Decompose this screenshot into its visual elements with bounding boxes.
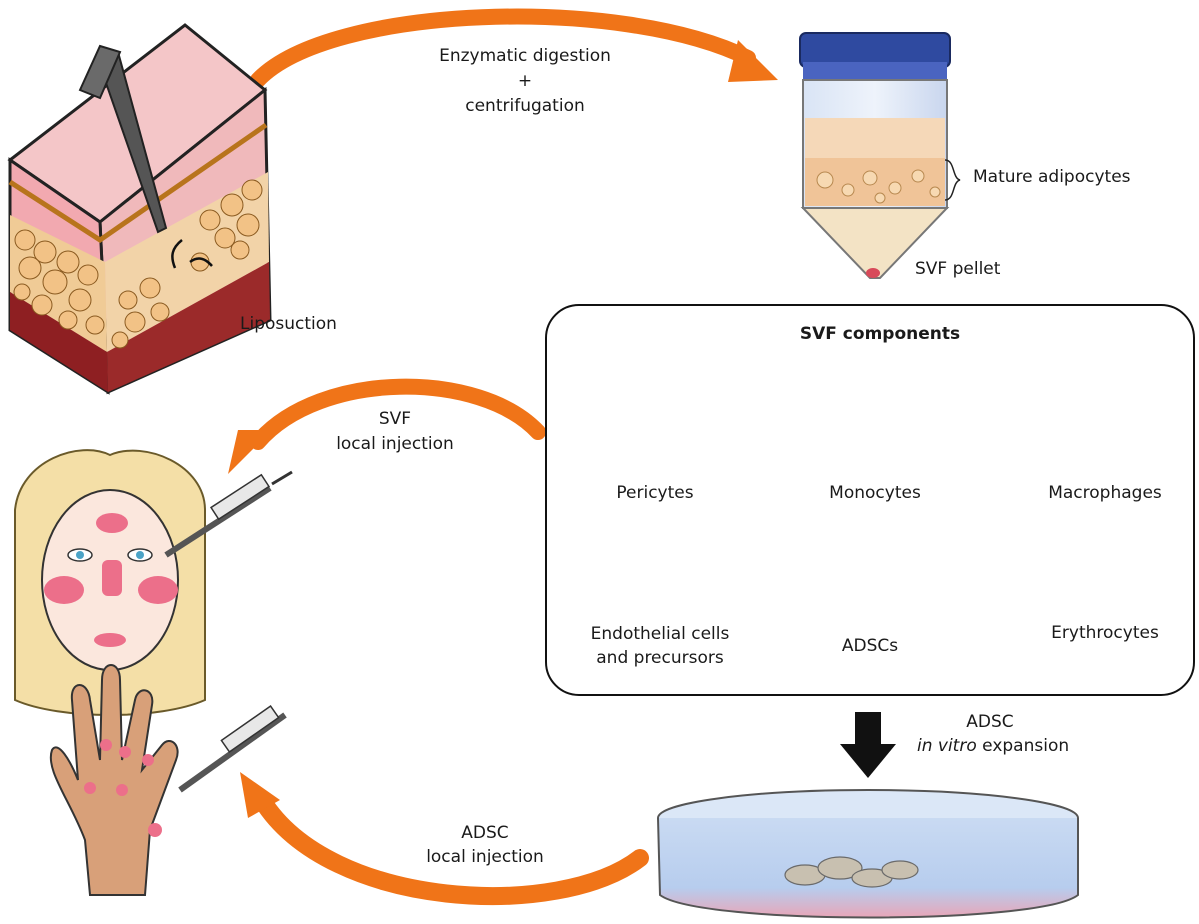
adscs-label: ADSCs [800, 635, 940, 658]
digestion-label-plus: + [405, 70, 645, 93]
svf-components-title: SVF components [780, 323, 980, 346]
digestion-label-line1: Enzymatic digestion [405, 45, 645, 68]
digestion-label-line3: centrifugation [405, 95, 645, 118]
expansion-arrow [840, 712, 896, 778]
endothelial-label-line2: and precursors [570, 647, 750, 670]
mature-adipocytes-label: Mature adipocytes [973, 166, 1131, 189]
svf-injection-label-line2: local injection [310, 433, 480, 456]
adsc-expansion-label-line1: ADSC [930, 711, 1050, 734]
svf-pellet-label: SVF pellet [915, 258, 1000, 281]
monocytes-label: Monocytes [790, 482, 960, 505]
pericytes-label: Pericytes [570, 482, 740, 505]
centrifuge-tube-illustration [800, 33, 960, 278]
erythrocytes-label: Erythrocytes [1025, 622, 1185, 645]
svf-injection-label-line1: SVF [330, 408, 460, 431]
skin-tissue-illustration [10, 25, 270, 392]
adsc-expansion-label-line2: in vitro expansion [917, 735, 1069, 758]
liposuction-label: Liposuction [240, 313, 337, 336]
macrophages-label: Macrophages [1025, 482, 1185, 505]
endothelial-label-line1: Endothelial cells [570, 623, 750, 646]
adsc-injection-label-line2: local injection [400, 846, 570, 869]
petri-dish-illustration [658, 790, 1078, 918]
face-illustration [15, 450, 292, 715]
adsc-injection-label-line1: ADSC [420, 822, 550, 845]
